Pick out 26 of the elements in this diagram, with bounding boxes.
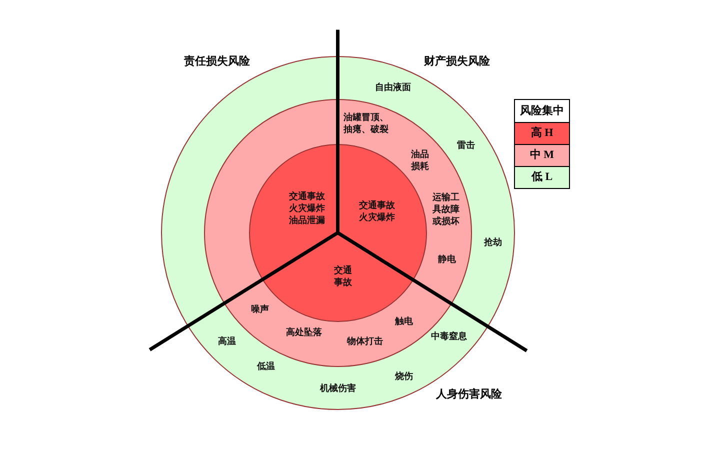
sector-title: 人身伤害风险: [436, 388, 502, 400]
risk-item: 高温: [217, 336, 237, 348]
risk-item: 抢劫: [483, 237, 503, 249]
risk-item: 高处坠落: [285, 327, 323, 339]
risk-item: 运输工具故障或损坏: [432, 192, 460, 228]
risk-item: 噪声: [250, 304, 270, 316]
risk-item: 油罐冒顶、抽瘪、破裂: [342, 112, 390, 136]
legend-entry: 中 M: [515, 144, 569, 166]
risk-item: 交通事故火灾爆炸油品泄漏: [288, 191, 326, 227]
risk-item: 中毒窒息: [430, 331, 468, 343]
risk-item: 雷击: [456, 140, 476, 152]
risk-item: 交通事故: [333, 265, 353, 289]
risk-item: 静电: [437, 254, 457, 266]
risk-item: 低温: [256, 361, 276, 373]
sector-title: 责任损失风险: [184, 54, 250, 68]
risk-item: 油品损耗: [410, 149, 430, 173]
legend-title: 风险集中: [519, 103, 565, 119]
risk-item: 触电: [394, 316, 414, 328]
risk-item: 机械伤害: [319, 383, 357, 395]
sector-title: 财产损失风险: [424, 54, 490, 68]
legend-entry: 低 L: [515, 166, 569, 188]
risk-item: 交通事故火灾爆炸: [358, 200, 396, 224]
risk-item: 烧伤: [394, 371, 414, 383]
legend-entry: 高 H: [515, 122, 569, 144]
risk-item: 物体打击: [346, 336, 384, 348]
risk-item: 自由液面: [374, 82, 412, 94]
